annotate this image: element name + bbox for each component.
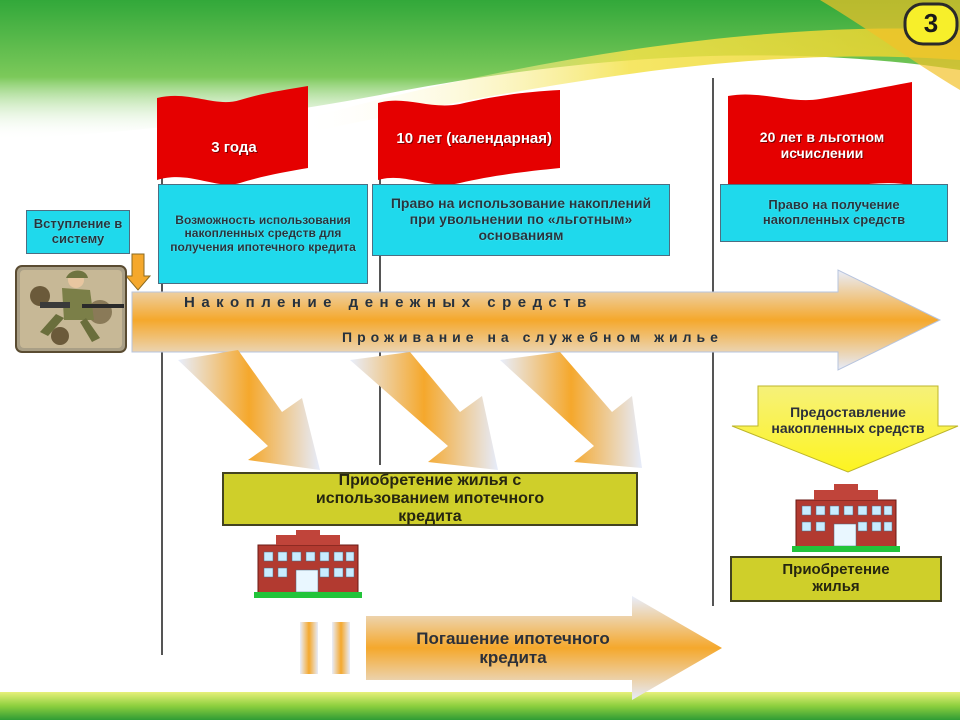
building-icon-left <box>254 530 362 598</box>
slide-number-badge <box>903 2 959 46</box>
flag-20-years-text: 20 лет в льготном исчислении <box>759 129 885 161</box>
slide-number: 3 <box>923 8 939 39</box>
receive-savings-right-box: Право на получение накопленных средств <box>720 184 948 242</box>
bottom-band <box>0 692 960 720</box>
flag-10-years-text: 10 лет (календарная) <box>396 129 552 147</box>
preferential-dismissal-right-box: Право на использование накоплений при ув… <box>372 184 670 256</box>
entry-down-arrow <box>124 253 152 291</box>
mortgage-opportunity-box: Возможность использования накопленных ср… <box>158 184 368 284</box>
main-timeline-arrow <box>131 269 942 371</box>
diagonal-arrow-2 <box>350 352 498 470</box>
top-yellow-swoosh <box>300 28 960 130</box>
flag-3-years-text: 3 года <box>211 138 257 156</box>
purchase-mortgage-box: Приобретение жилья с использованием ипот… <box>222 472 638 526</box>
main-arrow-text-accumulation: Накопление денежных средств <box>184 294 593 311</box>
purchase-housing-box: Приобретение жилья <box>730 556 942 602</box>
diagonal-arrow-3 <box>500 352 642 468</box>
soldier-icon <box>15 265 127 353</box>
provision-text: Предоставление накопленных средств <box>771 404 925 436</box>
diagonal-arrow-1 <box>178 350 320 470</box>
main-arrow-text-housing: Проживание на служебном жилье <box>342 329 723 345</box>
repayment-text: Погашение ипотечного кредита <box>416 628 610 667</box>
flag-3-years <box>157 86 308 185</box>
flag-10-years <box>378 90 560 185</box>
flag-20-years <box>728 82 912 194</box>
repayment-bars <box>300 622 350 674</box>
entry-box: Вступление в систему <box>26 210 130 254</box>
repayment-arrow <box>366 596 722 700</box>
building-icon-right <box>792 484 900 552</box>
provision-down-arrow <box>731 385 959 473</box>
